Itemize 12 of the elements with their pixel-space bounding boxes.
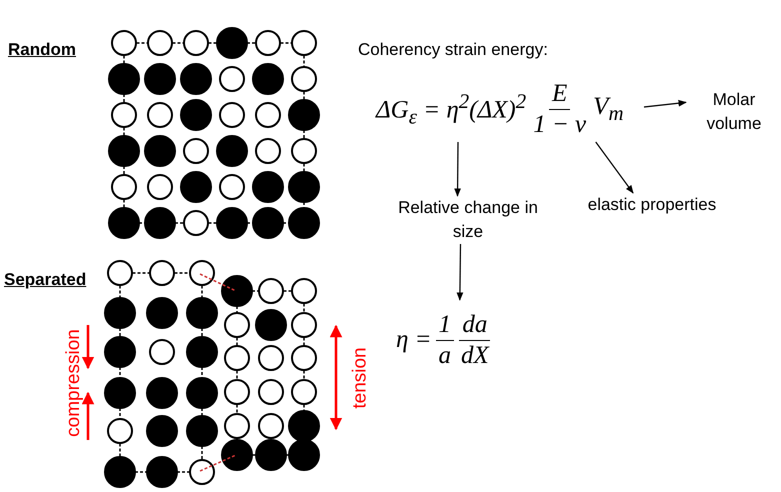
arrow	[456, 244, 464, 301]
term-label: Molar volume	[686, 88, 781, 136]
equation-title: Coherency strain energy:	[358, 40, 548, 60]
arrow	[454, 142, 461, 197]
arrow	[595, 142, 634, 194]
strain-label: compression	[62, 329, 85, 437]
strain-label: tension	[350, 347, 372, 409]
section-heading: Random	[8, 40, 76, 60]
arrow	[644, 100, 687, 108]
term-label: elastic properties	[566, 193, 738, 217]
term-label: Relative change in size	[393, 196, 543, 244]
section-heading: Separated	[4, 270, 86, 290]
